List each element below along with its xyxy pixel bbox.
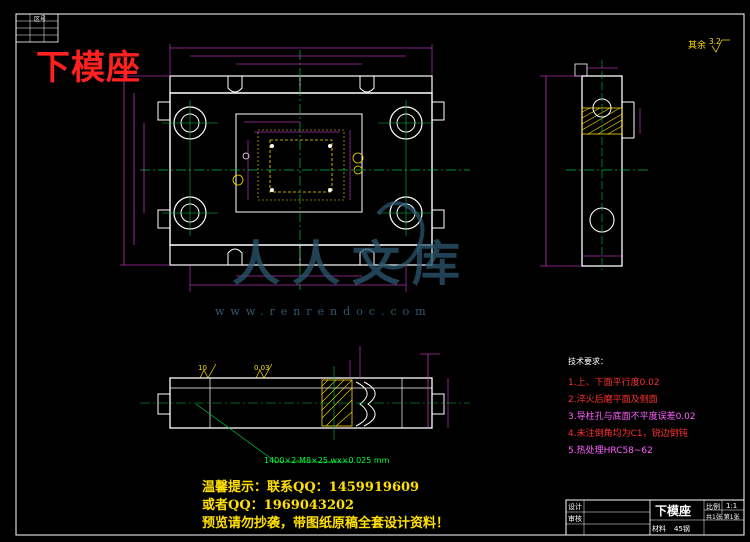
notice-line-1: 温馨提示：联系QQ：1459919609 — [202, 480, 420, 495]
drawing-title: 下模座 — [36, 48, 141, 88]
notice-line-2: 或者QQ：1969043202 — [202, 498, 355, 513]
tb-sheet: 共1张 第1张 — [706, 514, 740, 521]
note-item-3: 3.导柱孔与底面不平度误差0.02 — [568, 412, 696, 422]
roughness-value: 3.2 — [708, 37, 721, 46]
watermark-brand: 人人文库 — [232, 236, 473, 292]
tb-scale-value: 1:1 — [726, 502, 738, 510]
note-item-1: 1.上、下面平行度0.02 — [568, 378, 660, 388]
technical-notes: 技术要求： 1.上、下面平行度0.02 2.淬火后磨平面及侧面 3.导柱孔与底面… — [568, 356, 743, 460]
watermark-url: www.renrendoc.com — [215, 305, 432, 318]
title-block-part-name: 下模座 — [655, 504, 692, 518]
section-note: 1400×2-M8×25.wx×0.025 mm — [264, 456, 390, 465]
note-item-5: 5.热处理HRC58~62 — [568, 446, 653, 456]
notes-heading: 技术要求： — [568, 357, 608, 366]
dim-top-left: 10 — [198, 364, 207, 372]
drawing-frame — [15, 13, 745, 536]
watermark-swirl — [376, 201, 425, 270]
dim-flatness: 0.03 — [254, 364, 270, 372]
notice-line-3: 预览请勿抄袭，带图纸原稿全套设计资料！ — [202, 516, 450, 531]
note-item-4: 4.未注倒角均为C1，锐边倒钝 — [568, 429, 688, 439]
note-item-2: 2.淬火后磨平面及侧面 — [568, 395, 658, 405]
title-block — [565, 499, 745, 536]
roughness-label: 其余 — [688, 41, 707, 51]
corner-tag: 区号 — [34, 16, 47, 23]
tb-material-value: 45钢 — [674, 525, 690, 533]
tb-scale-label: 比例 — [706, 503, 720, 511]
tb-material-label: 材料 — [652, 525, 666, 533]
top-view — [120, 44, 470, 292]
roughness-note: 其余 3.2 — [688, 37, 721, 51]
tb-checker: 审核 — [568, 515, 582, 523]
tb-designer: 设计 — [568, 503, 582, 511]
side-view — [540, 60, 650, 270]
front-section-view — [140, 346, 470, 463]
